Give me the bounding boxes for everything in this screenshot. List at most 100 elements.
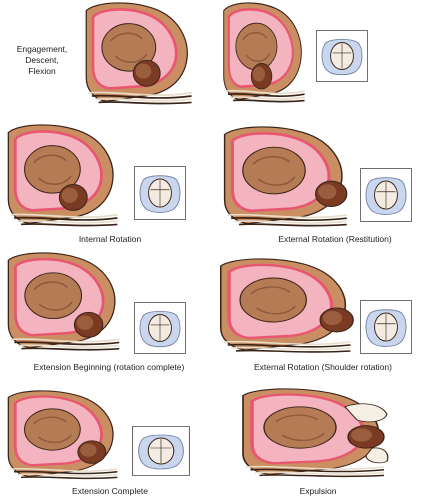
caption-external-rotation-shoulder: External Rotation (Shoulder rotation)	[254, 362, 392, 372]
pelvic-bone-stripe	[95, 97, 192, 102]
caption-extension-beginning: Extension Beginning (rotation complete)	[33, 362, 185, 372]
fetus-limb	[245, 52, 271, 62]
skull-sutures	[376, 314, 396, 340]
fetus-body	[235, 22, 278, 71]
pelvic-bone-stripe	[234, 220, 347, 224]
caption-engagement: Engagement, Descent, Flexion	[16, 44, 68, 76]
fetus-limb	[37, 434, 72, 444]
uterus-fetus-illustration	[220, 258, 354, 353]
uterus-fetus-illustration	[242, 388, 389, 478]
pelvic-bone-stripe	[259, 474, 385, 478]
fetus-limb	[257, 176, 296, 186]
fetus-body	[24, 272, 83, 320]
scene-expulsion	[240, 388, 390, 482]
fetal-face	[322, 311, 343, 325]
uterus-fetus-illustration	[7, 252, 120, 351]
pelvic-bone-stripe	[20, 223, 118, 227]
pelvic-bone-stripe	[10, 338, 120, 343]
uterus-fetus-illustration	[223, 126, 348, 227]
fetus-body	[242, 146, 306, 195]
inset-pelvic-view-4	[134, 302, 186, 354]
uterus-fetus-illustration	[7, 390, 118, 480]
fetal-face	[351, 428, 372, 442]
pelvic-bone-stripe	[17, 344, 120, 348]
fetus-limb	[38, 301, 73, 311]
fetus-limb	[275, 414, 319, 423]
pelvic-inlet-fetal-head-view	[132, 426, 190, 476]
pelvic-bone-stripe	[225, 89, 305, 95]
inset-pelvic-view-1	[316, 30, 368, 82]
pelvic-bone-stripe	[14, 341, 120, 346]
fetal-face	[80, 443, 97, 457]
scene-external-rotation-restitution	[222, 126, 352, 232]
pelvic-bone-stripe	[230, 96, 305, 100]
skull-sutures	[150, 315, 170, 341]
fetus-limb	[33, 416, 67, 425]
inset-pelvic-view-3	[360, 168, 412, 222]
pelvic-bone-stripe	[227, 92, 305, 98]
fetus-body	[24, 408, 81, 451]
fetus-limb	[114, 53, 148, 63]
pelvic-bone-stripe	[245, 465, 385, 470]
skull-sutures	[150, 180, 170, 206]
pelvic-bone-stripe	[10, 467, 118, 472]
pelvic-bone-stripe	[14, 216, 118, 221]
pelvic-bone-stripe	[223, 340, 351, 346]
pelvic-bone-stripe	[238, 223, 347, 227]
skull-sutures	[150, 439, 172, 463]
hand-icon	[365, 447, 389, 464]
pelvic-inlet-fetal-head-view	[316, 30, 368, 82]
pelvic-bone-stripe	[10, 213, 118, 219]
fetus-limb	[33, 154, 67, 164]
fetus-limb	[281, 432, 325, 442]
pelvic-bone-stripe	[227, 213, 347, 219]
uterus-fetus-illustration	[223, 2, 305, 103]
scene-extension-complete	[6, 390, 122, 484]
scene-extension-beginning	[6, 252, 124, 356]
inset-pelvic-view-6	[132, 426, 190, 476]
pelvic-bone-stripe	[17, 473, 118, 477]
scene-internal-rotation	[6, 124, 122, 232]
pelvic-bone-stripe	[250, 468, 385, 473]
pelvic-inlet-fetal-head-view	[360, 168, 412, 222]
pelvic-bone-stripe	[233, 99, 305, 103]
fetus-limb	[37, 175, 72, 185]
hand-icon	[344, 403, 388, 423]
fetus-limb	[33, 281, 68, 290]
uterus-fetus-illustration	[7, 124, 118, 227]
fetus-limb	[255, 305, 297, 315]
fetal-face	[76, 315, 94, 330]
pelvic-inlet-fetal-head-view	[134, 302, 186, 354]
scene-external-rotation-shoulder	[218, 258, 356, 358]
scene-descent-flexion	[222, 2, 308, 108]
pelvic-bone-stripe	[231, 217, 347, 222]
uterus-fetus-illustration	[85, 2, 192, 105]
fetus-limb	[252, 155, 291, 165]
fetal-face	[318, 184, 337, 200]
caption-internal-rotation: Internal Rotation	[78, 234, 142, 244]
pelvic-bone-stripe	[235, 349, 351, 353]
pelvic-bone-stripe	[98, 101, 192, 105]
fetal-face	[252, 66, 265, 82]
fetal-face	[135, 63, 152, 79]
caption-extension-complete: Extension Complete	[71, 486, 149, 496]
caption-expulsion: Expulsion	[299, 486, 337, 496]
fetus-body	[239, 277, 307, 323]
pelvic-bone-stripe	[21, 347, 120, 351]
pelvic-bone-stripe	[254, 471, 385, 475]
skull-sutures	[332, 43, 352, 69]
inset-pelvic-view-5	[360, 300, 412, 354]
fetal-face	[61, 187, 78, 203]
fetus-body	[263, 406, 337, 449]
pelvic-bone-stripe	[17, 219, 118, 224]
pelvic-inlet-fetal-head-view	[134, 166, 186, 220]
pelvic-bone-stripe	[91, 94, 192, 99]
inset-pelvic-view-2	[134, 166, 186, 220]
caption-external-rotation-restitution: External Rotation (Restitution)	[278, 234, 392, 244]
pelvic-bone-stripe	[231, 346, 351, 351]
pelvic-inlet-fetal-head-view	[360, 300, 412, 354]
pelvic-bone-stripe	[88, 91, 192, 97]
skull-sutures	[376, 182, 396, 208]
pelvic-bone-stripe	[20, 476, 118, 480]
